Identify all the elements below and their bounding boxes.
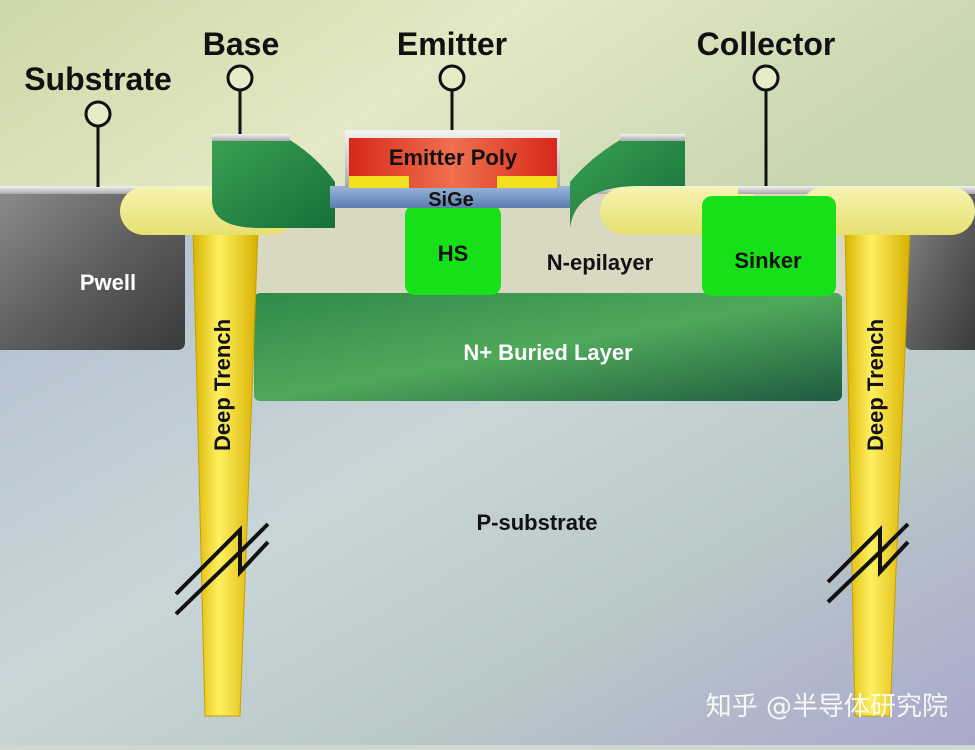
sinker-label: Sinker xyxy=(734,248,802,273)
trench-cap-right xyxy=(800,187,975,235)
substrate-terminal-icon xyxy=(84,100,112,128)
emitter-spacer-left xyxy=(349,176,409,188)
n-epilayer-label: N-epilayer xyxy=(547,250,654,275)
collector-terminal-icon xyxy=(752,64,780,92)
sinker-region xyxy=(702,196,836,296)
base-label: Base xyxy=(203,26,280,62)
base-contact-left xyxy=(212,140,335,228)
pwell-label: Pwell xyxy=(80,270,136,295)
trench-break-icon-right xyxy=(826,522,910,604)
base-contact-right xyxy=(570,140,685,228)
n-buried-layer-label: N+ Buried Layer xyxy=(463,340,633,365)
deep-trench-label-left: Deep Trench xyxy=(210,319,235,451)
emitter-label: Emitter xyxy=(397,26,507,62)
sige-layer xyxy=(330,186,570,208)
deep-trench-label-right: Deep Trench xyxy=(863,319,888,451)
base-silicide-left xyxy=(212,134,290,141)
collector-silicide xyxy=(738,186,804,194)
watermark-text: 知乎 @半导体研究院 xyxy=(706,692,948,722)
emitter-terminal-icon xyxy=(438,64,466,92)
base-terminal-icon xyxy=(226,64,254,92)
hs-region xyxy=(405,205,501,295)
collector-label: Collector xyxy=(697,26,836,62)
emitter-spacer-right xyxy=(497,176,557,188)
sige-label: SiGe xyxy=(428,189,474,211)
emitter-poly-label: Emitter Poly xyxy=(389,145,518,170)
n-buried-layer xyxy=(254,293,842,401)
trench-break-icon-left xyxy=(174,522,270,616)
hs-label: HS xyxy=(438,241,469,266)
p-substrate-label: P-substrate xyxy=(476,510,597,535)
substrate-label: Substrate xyxy=(24,61,172,97)
base-silicide-right xyxy=(620,134,685,141)
